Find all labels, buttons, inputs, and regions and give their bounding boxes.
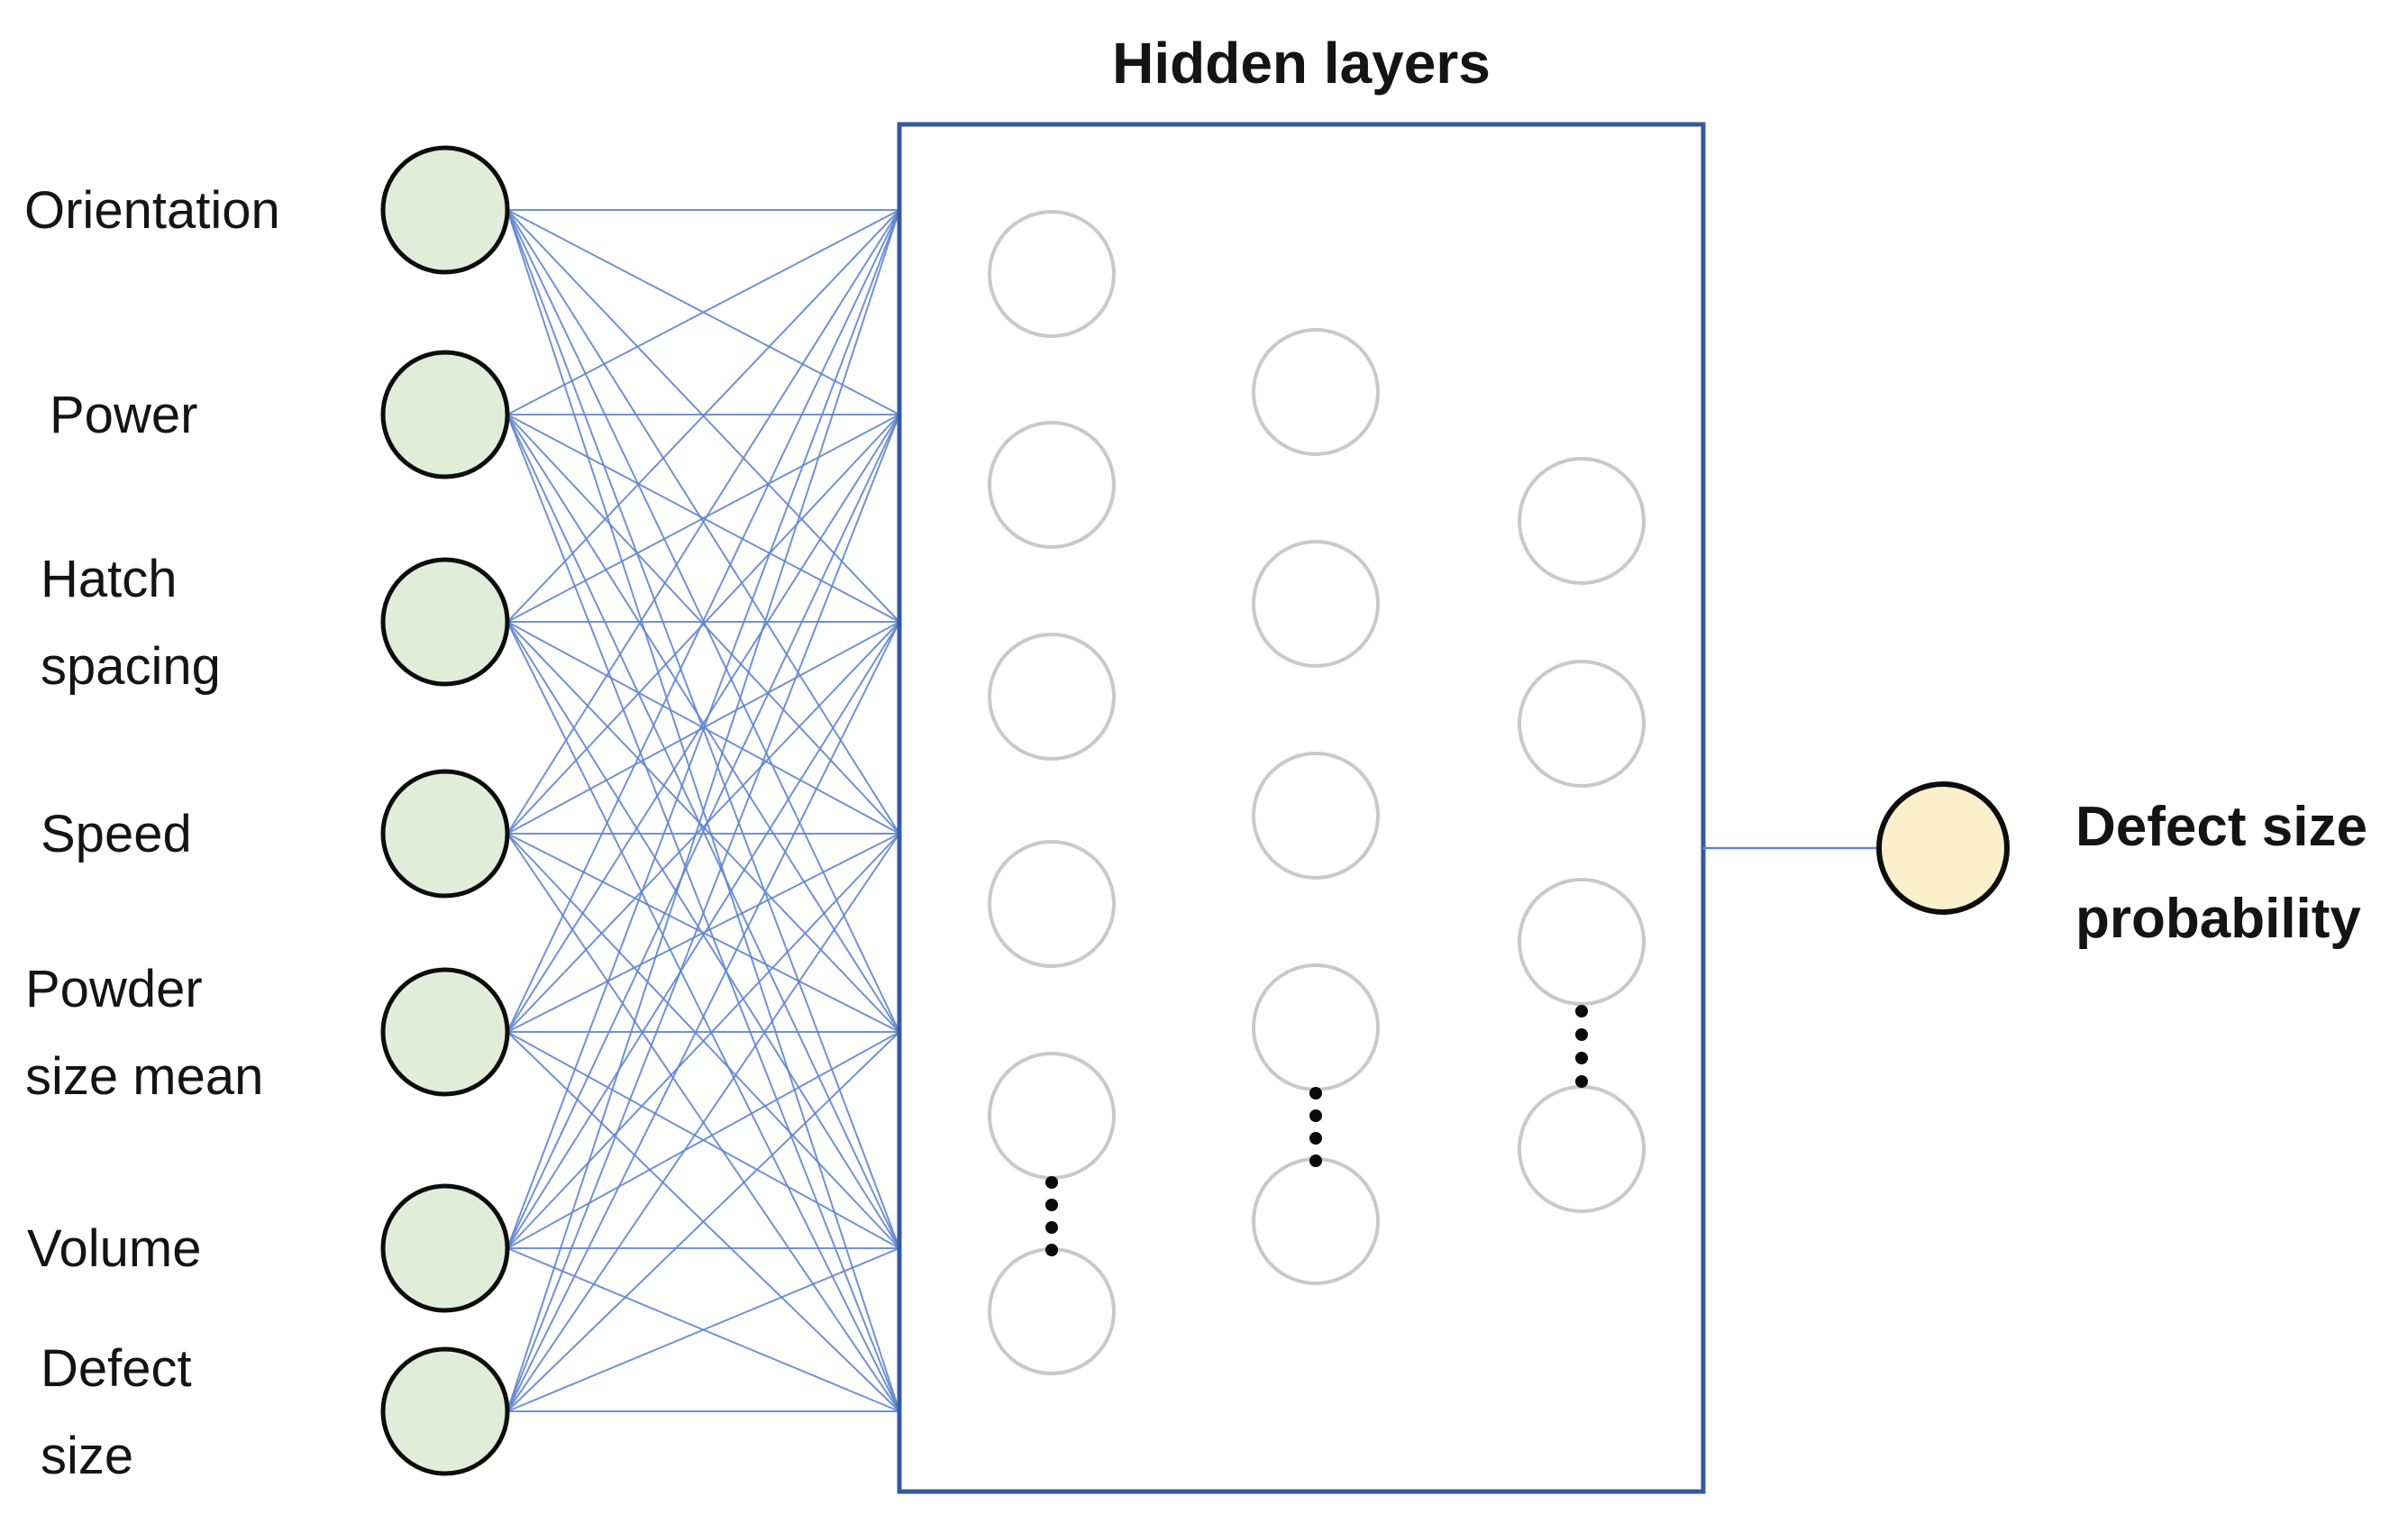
hidden-nodes-layer (988, 210, 1646, 1375)
hidden-node-hidden-layer-2-2 (1252, 540, 1380, 668)
input-node-hatch-spacing (380, 557, 510, 687)
hidden-node-hidden-layer-1-6 (988, 1247, 1116, 1375)
hidden-node-hidden-layer-1-2 (988, 421, 1116, 549)
input-to-hidden-connections (506, 209, 900, 1412)
connection-line-powder-size-mean-to-slot-4 (506, 833, 900, 1033)
connection-line-hatch-spacing-to-slot-2 (506, 414, 900, 623)
connection-line-volume-to-slot-4 (506, 833, 900, 1249)
hidden-node-hidden-layer-2-5 (1252, 1157, 1380, 1285)
ellipsis-dot-hidden-layer-3-3 (1575, 1052, 1588, 1064)
input-label-speed-line-1: Speed (41, 805, 192, 863)
connection-line-powder-size-mean-to-slot-2 (506, 414, 900, 1033)
connection-line-powder-size-mean-to-slot-1 (506, 209, 900, 1033)
hidden-layers-box (897, 122, 1706, 1494)
ellipsis-dot-hidden-layer-1-2 (1045, 1199, 1058, 1211)
ellipsis-dot-hidden-layer-1-3 (1045, 1221, 1058, 1234)
output-label-line-2: probability (2075, 888, 2361, 950)
connection-line-defect-size-to-slot-6 (506, 1247, 900, 1412)
connection-line-volume-to-slot-2 (506, 414, 900, 1249)
ellipsis-dots-layer (1045, 1005, 1588, 1256)
connection-line-defect-size-to-slot-4 (506, 833, 900, 1412)
output-label: Defect size probability (2075, 796, 2367, 950)
ellipsis-dot-hidden-layer-3-1 (1575, 1005, 1588, 1018)
input-node-orientation (380, 145, 510, 275)
connection-line-volume-to-slot-3 (506, 621, 900, 1249)
connection-line-defect-size-to-slot-1 (506, 209, 900, 1412)
output-label-line-1: Defect size (2075, 796, 2367, 858)
hidden-node-hidden-layer-2-3 (1252, 752, 1380, 880)
connection-line-defect-size-to-slot-5 (506, 1031, 900, 1412)
connection-line-powder-size-mean-to-slot-3 (506, 621, 900, 1033)
connection-line-defect-size-to-slot-2 (506, 414, 900, 1412)
ellipsis-dot-hidden-layer-2-1 (1309, 1087, 1322, 1100)
connection-line-speed-to-slot-2 (506, 414, 900, 835)
input-node-powder-size-mean (380, 967, 510, 1097)
hidden-node-hidden-layer-3-1 (1518, 457, 1646, 585)
connection-line-hatch-spacing-to-slot-1 (506, 209, 900, 623)
hidden-layers-title: Hidden layers (1112, 31, 1491, 96)
input-label-defect-size-line-1: Defect (41, 1339, 192, 1398)
input-label-powder-size-mean-line-1: Powder (25, 960, 203, 1018)
hidden-node-hidden-layer-2-4 (1252, 963, 1380, 1091)
input-label-orientation-line-1: Orientation (24, 181, 280, 240)
hidden-node-hidden-layer-1-3 (988, 633, 1116, 761)
input-node-defect-size (380, 1346, 510, 1476)
input-label-powder-size-mean-line-2: size mean (25, 1047, 263, 1106)
input-nodes-layer (380, 145, 510, 1476)
hidden-node-hidden-layer-2-1 (1252, 328, 1380, 456)
input-label-defect-size-line-2: size (41, 1427, 133, 1485)
connection-line-speed-to-slot-1 (506, 209, 900, 835)
hidden-node-hidden-layer-3-3 (1518, 878, 1646, 1006)
ellipsis-dot-hidden-layer-1-4 (1045, 1244, 1058, 1256)
connection-line-defect-size-to-slot-3 (506, 621, 900, 1412)
hidden-node-hidden-layer-3-4 (1518, 1085, 1646, 1213)
input-node-speed (380, 769, 510, 899)
ellipsis-dot-hidden-layer-2-2 (1309, 1109, 1322, 1122)
hidden-node-hidden-layer-3-2 (1518, 660, 1646, 788)
input-label-volume-line-1: Volume (27, 1219, 201, 1278)
input-label-hatch-spacing-line-1: Hatch (41, 550, 178, 608)
hidden-node-hidden-layer-1-1 (988, 210, 1116, 338)
connection-line-power-to-slot-1 (506, 209, 900, 415)
hidden-node-hidden-layer-1-5 (988, 1052, 1116, 1180)
output-node-defect-size-probability (1876, 781, 2010, 915)
ellipsis-dot-hidden-layer-3-4 (1575, 1075, 1588, 1088)
input-label-hatch-spacing-line-2: spacing (41, 637, 221, 696)
hidden-node-hidden-layer-1-4 (988, 840, 1116, 968)
ellipsis-dot-hidden-layer-1-1 (1045, 1176, 1058, 1189)
ellipsis-dot-hidden-layer-2-3 (1309, 1132, 1322, 1145)
ellipsis-dot-hidden-layer-2-4 (1309, 1154, 1322, 1167)
input-label-power-line-1: Power (50, 386, 197, 444)
ellipsis-dot-hidden-layer-3-2 (1575, 1028, 1588, 1041)
input-node-power (380, 350, 510, 479)
connection-line-volume-to-slot-1 (506, 209, 900, 1249)
input-node-volume (380, 1183, 510, 1313)
